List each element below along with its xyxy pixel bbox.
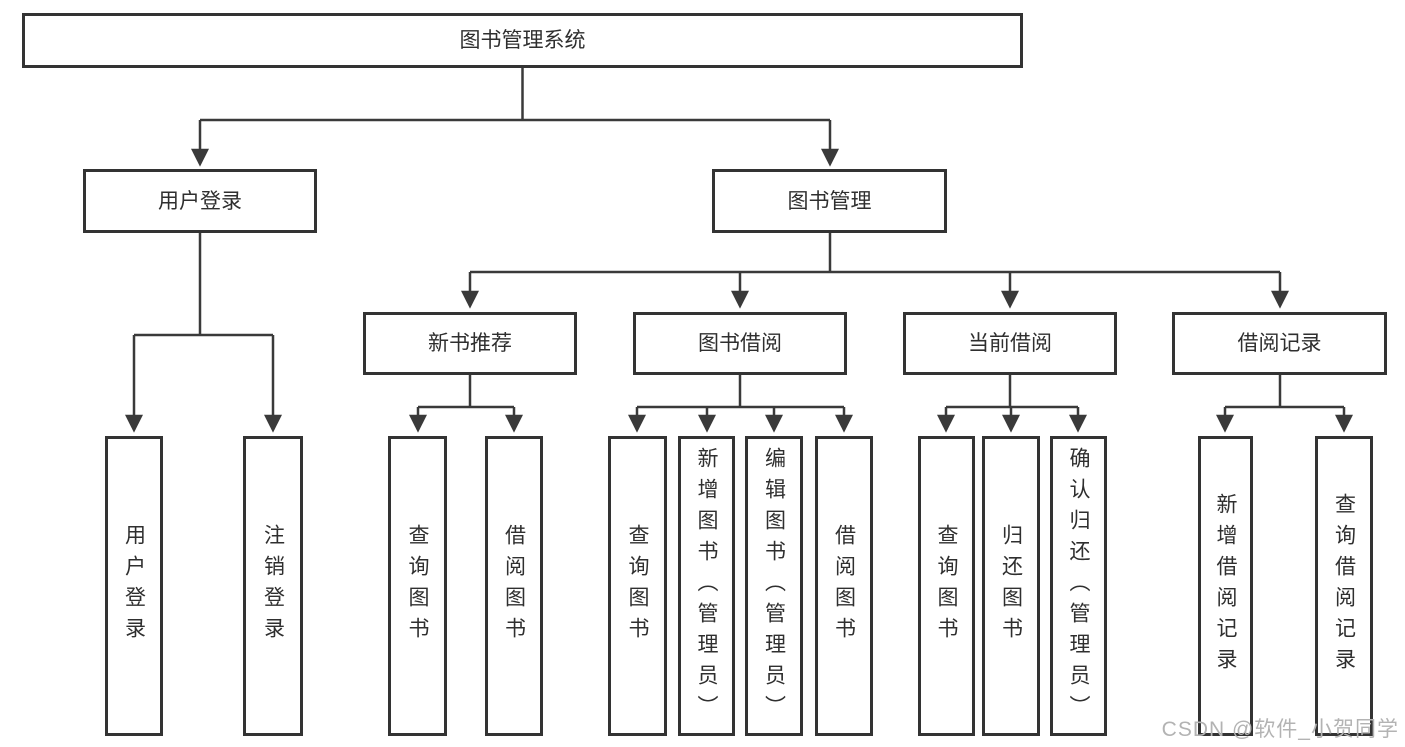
node-current-borrowing-label: 当前借阅 [968,332,1052,355]
node-new-book-recommend-label: 新书推荐 [428,332,512,355]
leaf-borrow-books-recommend: 借阅图书 [485,436,543,736]
node-library-system: 图书管理系统 [22,13,1023,68]
node-book-management: 图书管理 [712,169,947,233]
leaf-logout: 注销登录 [243,436,303,736]
csdn-watermark: CSDN @软件_小贺同学 [1161,718,1399,741]
node-borrowing-records: 借阅记录 [1172,312,1387,375]
node-library-system-label: 图书管理系统 [459,29,586,52]
leaf-edit-book-admin: 编辑图书（管理员） [745,436,803,736]
leaf-query-borrow-record: 查询借阅记录 [1315,436,1373,736]
leaf-add-borrow-record: 新增借阅记录 [1198,436,1253,736]
leaf-query-books-borrowing: 查询图书 [608,436,667,736]
node-current-borrowing: 当前借阅 [903,312,1117,375]
leaf-confirm-return-admin: 确认归还（管理员） [1050,436,1107,736]
node-user-login-label: 用户登录 [158,189,242,213]
leaf-return-books: 归还图书 [982,436,1040,736]
leaf-borrow-books-borrowing: 借阅图书 [815,436,873,736]
node-borrowing-records-label: 借阅记录 [1237,332,1322,355]
leaf-add-book-admin: 新增图书（管理员） [678,436,735,736]
node-book-borrowing-label: 图书借阅 [698,332,782,355]
node-book-borrowing: 图书借阅 [633,312,847,375]
leaf-query-books-current: 查询图书 [918,436,975,736]
leaf-query-books-recommend: 查询图书 [388,436,447,736]
node-new-book-recommend: 新书推荐 [363,312,577,375]
leaf-user-login: 用户登录 [105,436,163,736]
node-book-management-label: 图书管理 [787,189,872,213]
node-user-login: 用户登录 [83,169,317,233]
